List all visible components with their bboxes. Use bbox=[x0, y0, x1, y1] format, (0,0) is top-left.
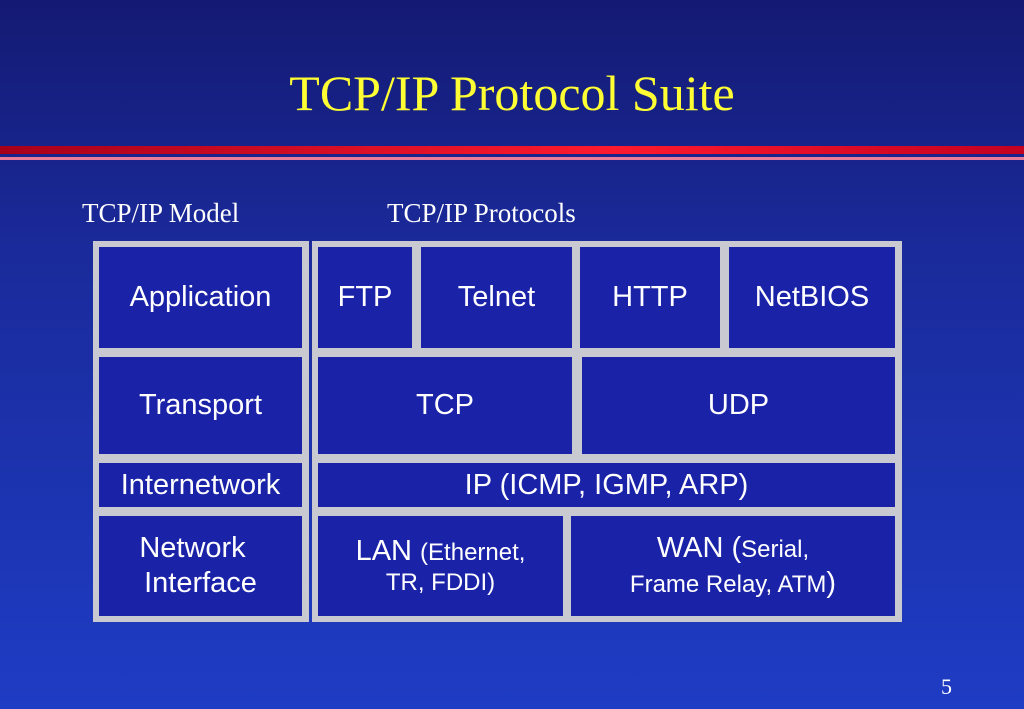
wan-line2: Frame Relay, ATM) bbox=[630, 566, 836, 601]
network-interface-line2: Interface bbox=[144, 567, 257, 599]
protocol-udp: UDP bbox=[582, 357, 895, 454]
protocol-netbios: NetBIOS bbox=[729, 247, 895, 348]
title-underline-pink bbox=[0, 157, 1024, 160]
slide-title: TCP/IP Protocol Suite bbox=[289, 65, 735, 121]
lan-main: LAN bbox=[355, 535, 421, 568]
protocol-lan: LAN (Ethernet, TR, FDDI) bbox=[318, 516, 563, 616]
model-layer-transport: Transport bbox=[99, 357, 302, 454]
network-interface-line1: Network bbox=[139, 532, 246, 565]
wan-detail: Serial, bbox=[741, 536, 810, 564]
title-underline-red bbox=[0, 146, 1024, 154]
protocol-ftp: FTP bbox=[318, 247, 412, 348]
model-layer-internetwork: Internetwork bbox=[99, 463, 302, 507]
model-layer-application: Application bbox=[99, 247, 302, 348]
protocols-column-header: TCP/IP Protocols bbox=[387, 198, 576, 228]
model-column-header: TCP/IP Model bbox=[82, 198, 240, 228]
model-layer-network-interface: Network Interface bbox=[99, 516, 302, 616]
wan-line1: WAN (Serial, bbox=[657, 531, 809, 566]
protocol-tcp: TCP bbox=[318, 357, 572, 454]
protocol-telnet: Telnet bbox=[421, 247, 572, 348]
lan-line1: LAN (Ethernet, bbox=[356, 534, 526, 569]
wan-close: ) bbox=[826, 567, 837, 599]
wan-line2-text: Frame Relay, ATM bbox=[629, 571, 827, 598]
lan-line2: TR, FDDI) bbox=[385, 569, 496, 596]
page-number: 5 bbox=[941, 674, 952, 699]
protocol-http: HTTP bbox=[580, 247, 720, 348]
protocol-ip: IP (ICMP, IGMP, ARP) bbox=[318, 463, 895, 507]
lan-detail: (Ethernet, bbox=[420, 539, 526, 567]
wan-main: WAN ( bbox=[656, 532, 742, 565]
protocol-wan: WAN (Serial, Frame Relay, ATM) bbox=[571, 516, 895, 616]
